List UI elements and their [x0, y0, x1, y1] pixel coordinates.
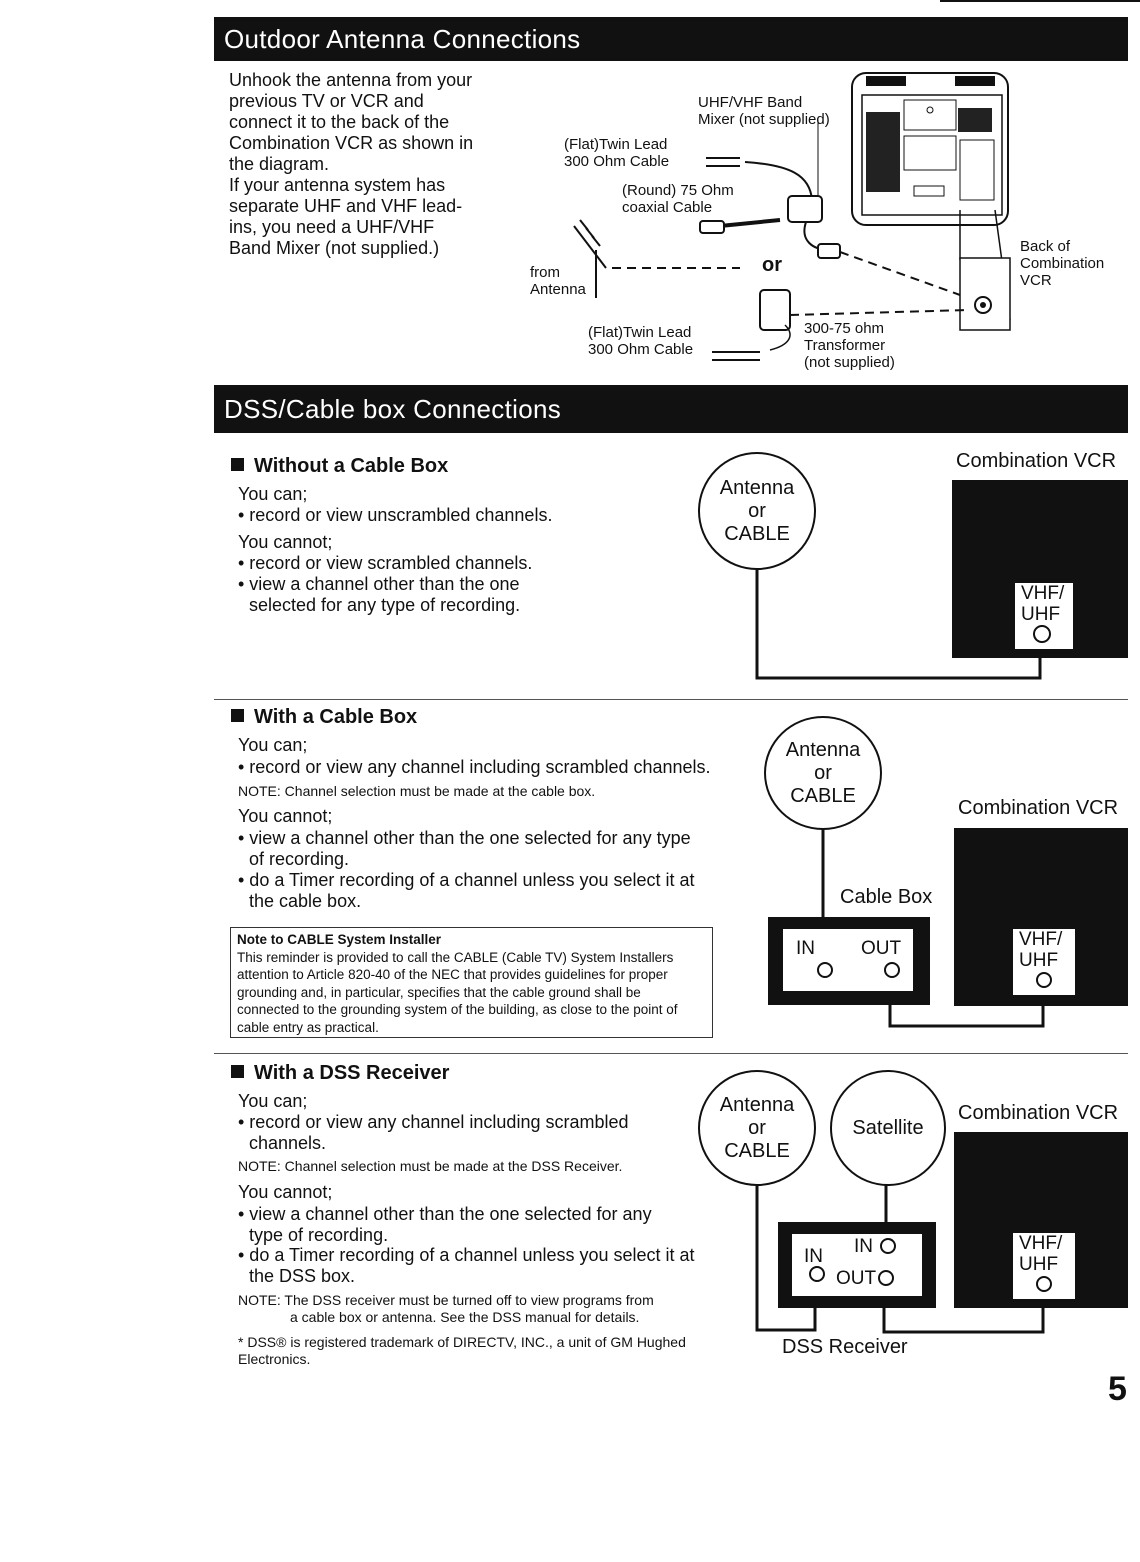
coax-jack-icon: [878, 1270, 894, 1286]
coax-jack-icon: [1036, 1276, 1052, 1292]
cannot-label: You cannot;: [238, 532, 333, 552]
list-item: • record or view any channel including s…: [238, 1112, 629, 1153]
cannot-label: You cannot;: [238, 806, 333, 826]
can-label: You can;: [238, 1091, 308, 1111]
combination-vcr-label: Combination VCR: [956, 450, 1117, 472]
coax-jack-icon: [1033, 625, 1051, 643]
divider: [214, 699, 1128, 700]
coax-jack-icon: [1036, 972, 1052, 988]
top-rule: [940, 0, 1140, 2]
cable-box-label: Cable Box: [840, 886, 933, 908]
dss-in-top-label: IN: [854, 1236, 873, 1257]
installer-note-box: Note to CABLE System Installer This remi…: [230, 927, 713, 1038]
heading-with-cable-box: With a Cable Box: [231, 706, 417, 729]
installer-note-text: This reminder is provided to call the CA…: [237, 949, 678, 1035]
combination-vcr-label: Combination VCR: [958, 1102, 1119, 1124]
intro-text: Unhook the antenna from your previous TV…: [229, 70, 474, 258]
divider: [214, 1053, 1128, 1054]
list-item: • view a channel other than the one sele…: [238, 1204, 652, 1245]
note-dss-turned-off-cont: a cable box or antenna. See the DSS manu…: [290, 1309, 640, 1325]
coax-jack-icon: [817, 962, 833, 978]
label-round-cable: (Round) 75 Ohm coaxial Cable: [622, 182, 734, 216]
heading-without-cable-box: Without a Cable Box: [231, 455, 448, 478]
coax-jack-icon: [884, 962, 900, 978]
label-twin-lead-bottom: (Flat)Twin Lead 300 Ohm Cable: [588, 324, 694, 358]
coax-jack-icon: [809, 1266, 825, 1282]
label-twin-lead-top: (Flat)Twin Lead 300 Ohm Cable: [564, 136, 670, 170]
label-from-antenna: from Antenna: [530, 264, 586, 298]
page-number: 5: [1108, 1370, 1127, 1408]
cable-box-out-label: OUT: [861, 938, 902, 959]
dss-receiver-label: DSS Receiver: [782, 1336, 908, 1358]
note-dss-turned-off: NOTE: The DSS receiver must be turned of…: [238, 1292, 654, 1308]
label-or: or: [762, 254, 782, 276]
vhf-uhf-port: VHF/UHF: [1013, 1233, 1075, 1299]
coax-jack-icon: [880, 1238, 896, 1254]
section-title: Outdoor Antenna Connections: [224, 23, 581, 54]
section-header-dss-cable: DSS/Cable box Connections: [214, 385, 1128, 433]
list-item: • record or view any channel including s…: [238, 757, 711, 777]
note-dss-receiver: NOTE: Channel selection must be made at …: [238, 1158, 623, 1174]
label-band-mixer: UHF/VHF Band Mixer (not supplied): [698, 94, 830, 128]
list-item: • do a Timer recording of a channel unle…: [238, 870, 695, 911]
label-back-of-vcr: Back of Combination VCR: [1020, 238, 1105, 289]
vhf-uhf-port: VHF/UHF: [1015, 583, 1073, 649]
combination-vcr-label: Combination VCR: [958, 797, 1119, 819]
can-label: You can;: [238, 735, 308, 755]
installer-note-title: Note to CABLE System Installer: [237, 932, 442, 947]
cable-box-in-label: IN: [796, 938, 815, 959]
trademark-note: * DSS® is registered trademark of DIRECT…: [238, 1334, 686, 1367]
cannot-label: You cannot;: [238, 1182, 333, 1202]
note-cable-box: NOTE: Channel selection must be made at …: [238, 783, 596, 799]
list-item: • do a Timer recording of a channel unle…: [238, 1245, 695, 1286]
list-item: • view a channel other than the one sele…: [238, 574, 521, 615]
can-label: You can;: [238, 484, 308, 504]
dss-in-left-label: IN: [804, 1246, 823, 1267]
list-item: • record or view unscrambled channels.: [238, 505, 553, 525]
label-transformer: 300-75 ohm Transformer (not supplied): [804, 320, 895, 371]
dss-receiver-panel: [792, 1234, 922, 1296]
cable-box-panel: [783, 929, 913, 991]
list-item: • record or view scrambled channels.: [238, 553, 533, 573]
satellite-circle: Satellite: [830, 1070, 946, 1186]
dss-out-label: OUT: [836, 1268, 877, 1289]
heading-with-dss-receiver: With a DSS Receiver: [231, 1062, 449, 1085]
vhf-uhf-port: VHF/UHF: [1013, 929, 1075, 995]
list-item: • view a channel other than the one sele…: [238, 828, 691, 869]
section-header-outdoor-antenna: Outdoor Antenna Connections: [214, 17, 1128, 61]
section-title: DSS/Cable box Connections: [224, 393, 562, 424]
